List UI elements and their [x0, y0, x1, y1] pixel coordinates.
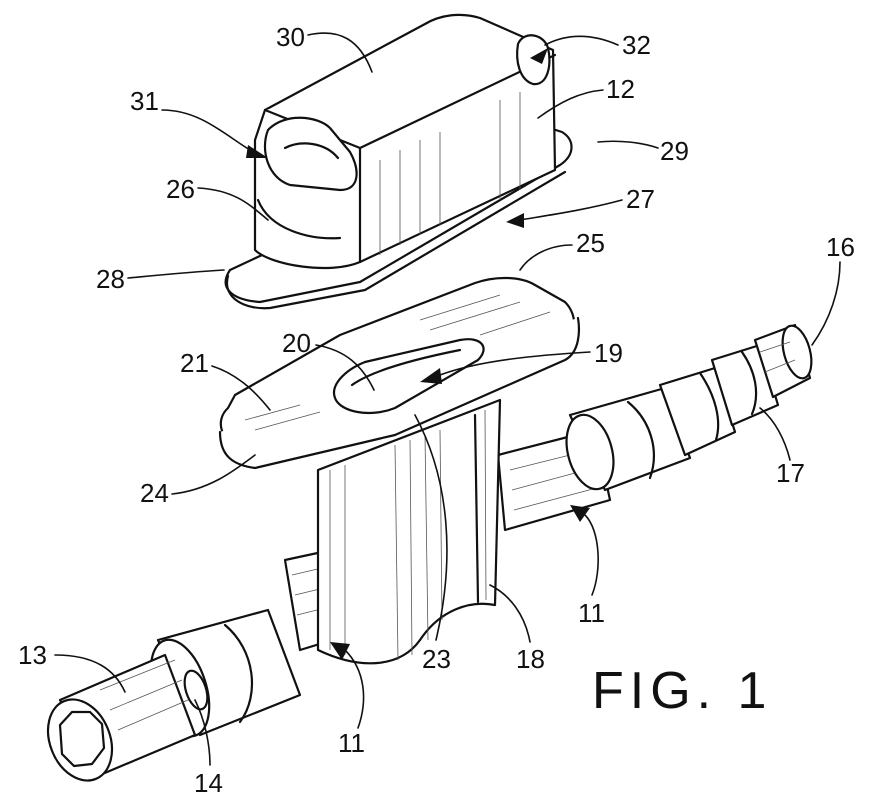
figure-caption: FIG. 1 — [592, 662, 772, 720]
ref-20: 20 — [282, 328, 311, 358]
ref-18: 18 — [516, 644, 545, 674]
stem-part — [316, 398, 502, 665]
right-tube-part — [496, 323, 813, 532]
ref-26: 26 — [166, 174, 195, 204]
ref-14: 14 — [194, 768, 223, 798]
ref-21: 21 — [180, 348, 209, 378]
ref-27: 27 — [626, 184, 655, 214]
ref-19: 19 — [594, 338, 623, 368]
ref-17: 17 — [776, 458, 805, 488]
ref-28: 28 — [96, 264, 125, 294]
ref-13: 13 — [18, 640, 47, 670]
leaders — [54, 32, 841, 766]
ref-24: 24 — [140, 478, 169, 508]
base-plate-part — [218, 276, 581, 470]
ref-29: 29 — [660, 136, 689, 166]
reference-numerals: 30 32 31 12 29 26 27 28 25 16 20 19 21 2… — [18, 22, 855, 798]
ref-25: 25 — [576, 228, 605, 258]
ref-31: 31 — [130, 86, 159, 116]
cap-part — [224, 13, 573, 310]
ref-12: 12 — [606, 74, 635, 104]
ref-32: 32 — [622, 30, 651, 60]
ref-23: 23 — [422, 644, 451, 674]
ref-11-right: 11 — [578, 598, 605, 628]
ref-30: 30 — [276, 22, 305, 52]
ref-16: 16 — [826, 232, 855, 262]
ref-11-bottom: 11 — [338, 728, 365, 758]
